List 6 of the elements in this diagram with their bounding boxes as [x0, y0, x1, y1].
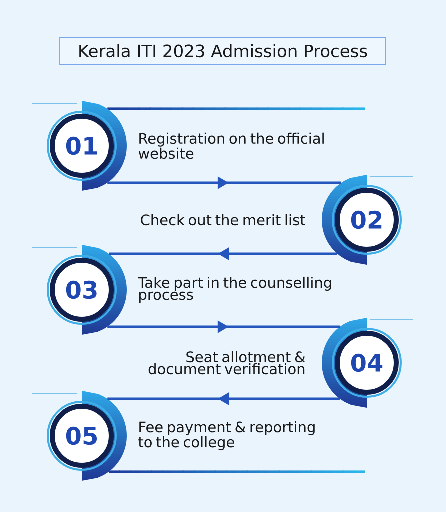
- step-text: Fee payment & reporting to the college: [138, 421, 315, 451]
- title-box: Kerala ITI 2023 Admission Process: [60, 37, 386, 65]
- step-text: Seat allotment & document verification: [148, 351, 306, 375]
- step-text: Registration on the official website: [138, 132, 324, 160]
- step-text: Check out the merit list: [141, 214, 306, 226]
- step-text: Take part in the counselling process: [138, 276, 332, 303]
